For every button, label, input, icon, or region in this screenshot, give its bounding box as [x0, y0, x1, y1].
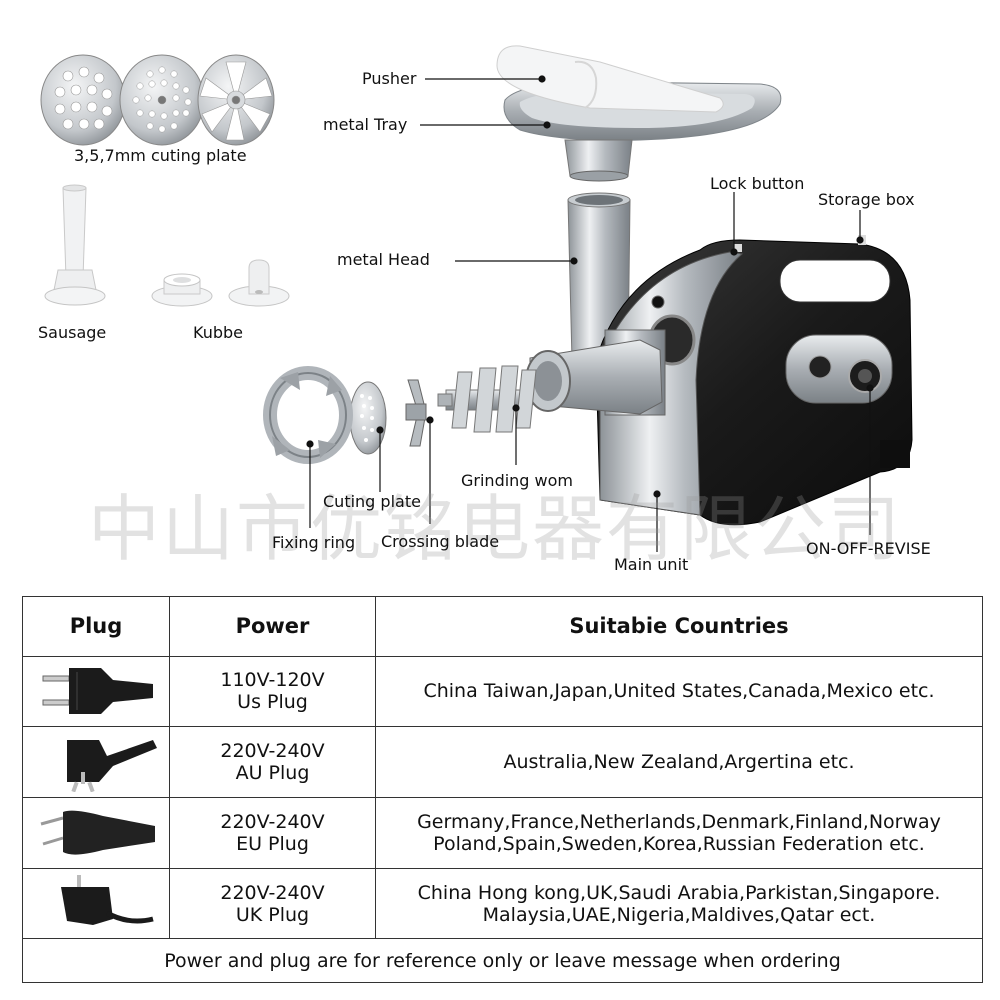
grinding-worm-icon [437, 365, 537, 433]
eu-plug-icon [40, 810, 155, 855]
main-unit-icon [595, 235, 913, 526]
plug-cell [22, 655, 170, 728]
label-storage-box: Storage box [818, 190, 915, 209]
header-power: Power [169, 596, 376, 657]
label-metal-head: metal Head [337, 250, 430, 269]
header-plug: Plug [22, 596, 170, 657]
plug-cell [22, 726, 170, 799]
label-pusher: Pusher [362, 69, 417, 88]
table-header-row: Plug Power Suitabie Countries [22, 596, 983, 657]
countries-cell: Germany,France,Netherlands,Denmark,Finla… [375, 797, 983, 869]
table-note-row: Power and plug are for reference only or… [22, 938, 983, 983]
uk-plug-icon [61, 874, 154, 925]
label-grinding-worm: Grinding wom [461, 471, 574, 490]
label-lock-button: Lock button [710, 174, 805, 193]
countries-cell: China Taiwan,Japan,United States,Canada,… [375, 655, 983, 728]
label-kubbe: Kubbe [193, 323, 243, 342]
table-note: Power and plug are for reference only or… [22, 938, 983, 983]
plug-cell [22, 867, 170, 940]
kubbe-attachments-icon [151, 259, 290, 307]
label-crossing-blade: Crossing blade [381, 532, 500, 551]
barrel-icon [525, 339, 663, 415]
label-on-off-revise: ON-OFF-REVISE [806, 539, 931, 558]
fixing-ring-icon [263, 366, 353, 464]
pusher-icon [496, 45, 724, 113]
au-plug-icon [67, 740, 157, 793]
header-countries: Suitabie Countries [375, 596, 983, 657]
countries-cell: China Hong kong,UK,Saudi Arabia,Parkista… [375, 867, 983, 940]
us-plug-icon [42, 668, 153, 715]
crossing-blade-icon [405, 379, 427, 447]
sausage-nozzle-icon [44, 184, 106, 306]
label-main-unit: Main unit [614, 555, 689, 574]
label-sausage: Sausage [38, 323, 107, 342]
label-cutting-plates: 3,5,7mm cuting plate [74, 146, 247, 165]
product-illustration [40, 45, 913, 552]
plug-cell [22, 797, 170, 869]
countries-cell: Australia,New Zealand,Argertina etc. [375, 726, 983, 799]
cutting-plates-group [40, 54, 275, 146]
company-watermark: 中山市优铭电器有限公司 [88, 487, 903, 571]
label-fixing-ring: Fixing ring [272, 533, 356, 552]
label-cutting-plate: Cuting plate [323, 492, 421, 511]
label-metal-tray: metal Tray [323, 115, 408, 134]
